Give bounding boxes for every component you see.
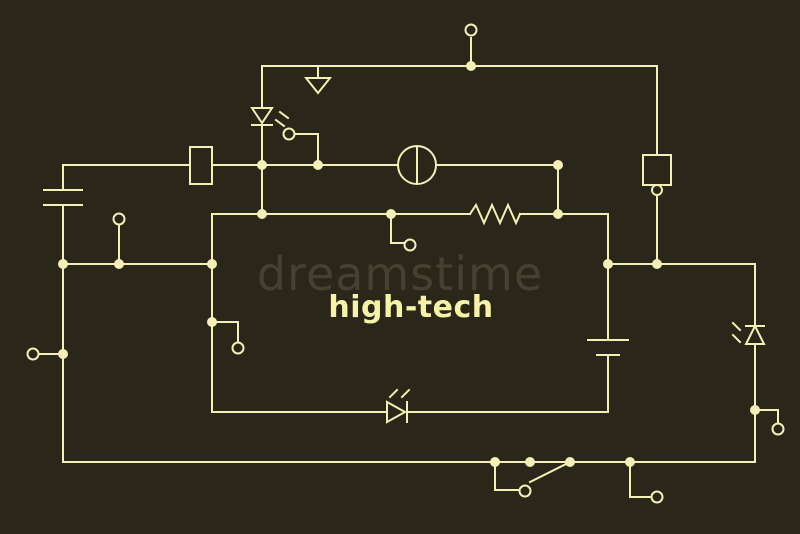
junction-318-165 bbox=[313, 160, 323, 170]
junction-608-264 bbox=[603, 259, 613, 269]
left-outer-wire bbox=[62, 204, 756, 463]
watermark-text: dreamstime bbox=[256, 247, 544, 301]
ground-symbol bbox=[303, 77, 333, 95]
led-bottom-arrow-2 bbox=[400, 388, 411, 399]
inner-left-switch-lead bbox=[211, 321, 239, 343]
relay-box-left bbox=[189, 146, 213, 185]
led-right-arrow-1 bbox=[731, 321, 742, 332]
junction-755-410 bbox=[750, 405, 760, 415]
junction-570-462 bbox=[565, 457, 575, 467]
inner-bottom-wire-right bbox=[406, 354, 609, 413]
left-outer-terminal bbox=[26, 347, 40, 361]
top-rail-junction bbox=[466, 61, 476, 71]
left-mid-terminal bbox=[112, 212, 126, 226]
switch-terminal-391 bbox=[403, 238, 417, 252]
junction-657-264 bbox=[652, 259, 662, 269]
upper-wire-right bbox=[435, 164, 559, 215]
diagram-title: high-tech bbox=[328, 290, 494, 325]
top-rail-wire bbox=[261, 65, 658, 156]
junction-558-214 bbox=[553, 209, 563, 219]
led-bottom-arrow-1 bbox=[388, 388, 399, 399]
relay-box-right bbox=[642, 154, 672, 186]
right-terminal-lead bbox=[754, 409, 779, 425]
diode-top-left bbox=[250, 107, 274, 125]
photo-switch-wire bbox=[294, 133, 319, 166]
top-terminal bbox=[464, 23, 478, 37]
open-switch-blade bbox=[528, 460, 572, 484]
inner-top-wire bbox=[211, 213, 471, 413]
bottom-right-switch-lead bbox=[629, 461, 653, 498]
junction-495-462 bbox=[490, 457, 500, 467]
resistor bbox=[468, 202, 522, 226]
junction-262-214 bbox=[257, 209, 267, 219]
led-bottom bbox=[386, 400, 408, 424]
junction-63-264 bbox=[58, 259, 68, 269]
led-right bbox=[744, 323, 766, 345]
inner-top-right-wire bbox=[519, 213, 609, 341]
bottom-left-switch-lead bbox=[494, 461, 520, 491]
switch-lead-391 bbox=[390, 213, 405, 244]
junction-558-165 bbox=[553, 160, 563, 170]
junction-630-462 bbox=[625, 457, 635, 467]
light-arrow-2 bbox=[274, 118, 286, 128]
relay-right-terminal bbox=[651, 184, 663, 196]
light-arrow-1 bbox=[278, 110, 290, 120]
junction-212-264 bbox=[207, 259, 217, 269]
junction-530-462 bbox=[525, 457, 535, 467]
inner-left-switch-terminal bbox=[231, 341, 245, 355]
junction-119-264 bbox=[114, 259, 124, 269]
bottom-right-switch-terminal bbox=[650, 490, 664, 504]
led-right-arrow-2 bbox=[731, 333, 742, 344]
photo-terminal bbox=[282, 127, 296, 141]
junction-262-165 bbox=[257, 160, 267, 170]
bottom-left-switch-terminal bbox=[518, 484, 532, 498]
right-terminal bbox=[771, 422, 785, 436]
junction-212-322 bbox=[207, 317, 217, 327]
junction-63-354 bbox=[58, 349, 68, 359]
left-upper-wire bbox=[62, 164, 191, 191]
